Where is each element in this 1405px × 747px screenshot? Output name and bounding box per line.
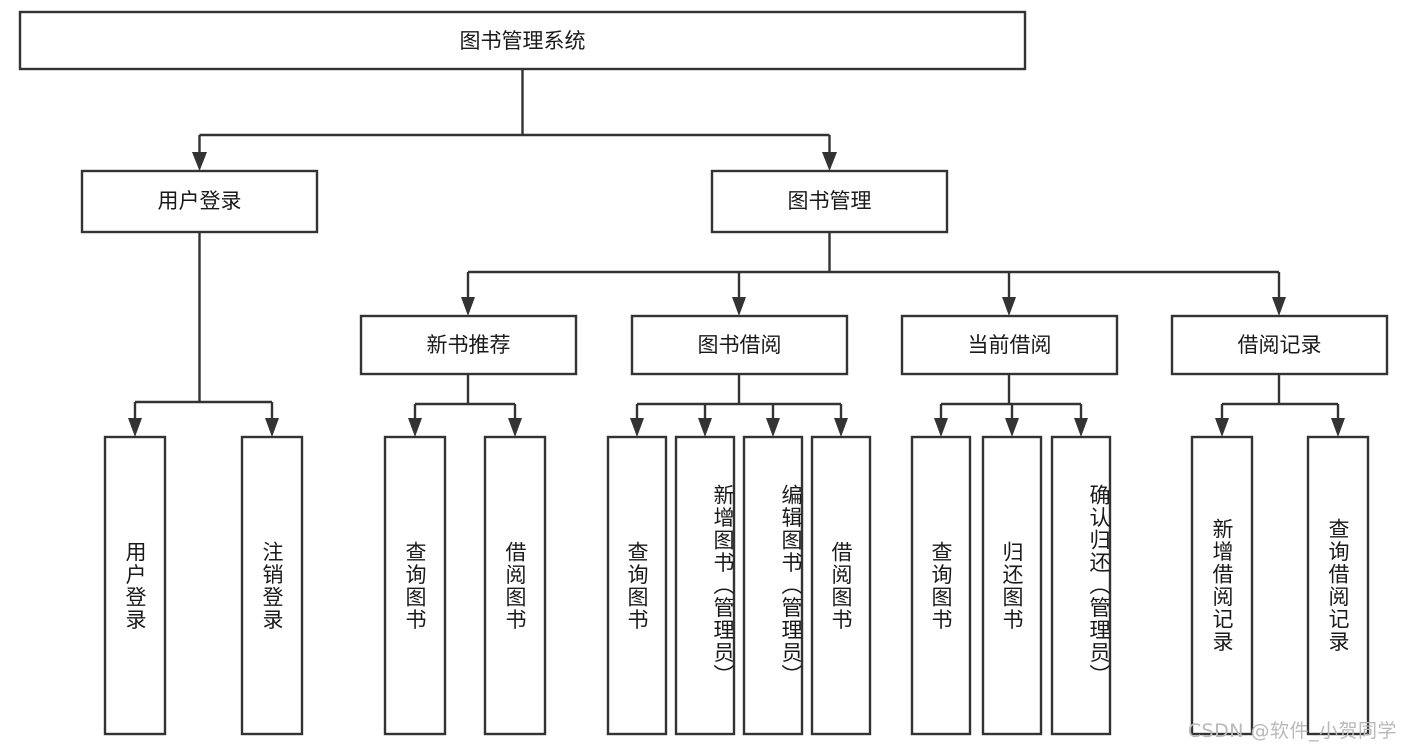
leaf-node-add-borrow-record[interactable] [1190, 435, 1254, 736]
connector-userlogin-to-leaves [128, 232, 279, 437]
connector-records-to-leaves [1215, 374, 1345, 437]
leaf-node-query-borrow-record[interactable] [1306, 435, 1370, 736]
node-current-borrow[interactable]: 当前借阅 [900, 314, 1119, 376]
node-root-label: 图书管理系统 [460, 29, 586, 53]
node-book-management[interactable]: 图书管理 [710, 169, 949, 234]
node-book-borrow-label: 图书借阅 [698, 333, 782, 357]
node-borrow-records[interactable]: 借阅记录 [1170, 314, 1389, 376]
connector-bookmgmt-to-level3 [461, 232, 1286, 316]
leaf-node-query-book-borrow[interactable] [606, 435, 668, 736]
leaf-node-borrow-book-recommend[interactable] [483, 435, 547, 736]
connector-root-to-level2 [192, 69, 837, 171]
node-root[interactable]: 图书管理系统 [18, 10, 1027, 71]
node-borrow-records-label: 借阅记录 [1238, 333, 1322, 357]
node-user-login-label: 用户登录 [158, 189, 242, 213]
node-new-book-recommend[interactable]: 新书推荐 [359, 314, 578, 376]
leaf-node-edit-book-admin[interactable] [742, 435, 804, 736]
connector-current-to-leaves [934, 374, 1088, 437]
node-book-borrow[interactable]: 图书借阅 [630, 314, 849, 376]
node-current-borrow-label: 当前借阅 [968, 333, 1052, 357]
leaf-node-add-book-admin[interactable] [674, 435, 736, 736]
leaf-node-borrow-book[interactable] [810, 435, 872, 736]
connector-borrow-to-leaves [630, 374, 848, 437]
leaf-node-logout[interactable] [240, 435, 304, 736]
node-user-login[interactable]: 用户登录 [80, 169, 319, 234]
csdn-watermark: CSDN @软件_小贺同学 [1187, 720, 1397, 742]
node-book-management-label: 图书管理 [788, 189, 872, 213]
leaf-node-user-login[interactable] [103, 435, 167, 736]
leaf-node-return-book[interactable] [981, 435, 1043, 736]
connector-newbook-to-leaves [408, 374, 522, 437]
leaf-node-query-book-current[interactable] [910, 435, 972, 736]
node-new-book-recommend-label: 新书推荐 [427, 333, 511, 357]
leaf-node-query-book-recommend[interactable] [383, 435, 447, 736]
leaf-node-confirm-return-admin[interactable] [1050, 435, 1112, 736]
